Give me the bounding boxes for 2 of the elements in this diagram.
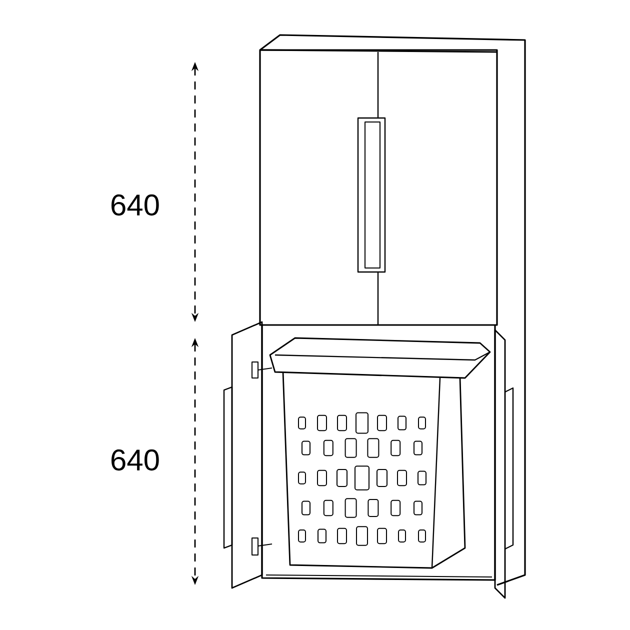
dimension-label: 640 [112, 194, 159, 216]
dimension-label: 640 [112, 449, 159, 471]
